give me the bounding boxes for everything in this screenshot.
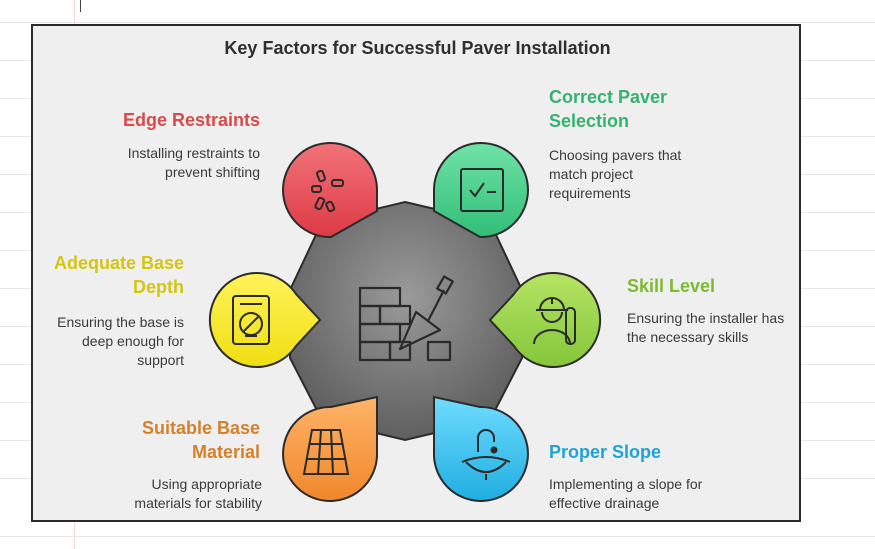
proper-slope-heading: Proper Slope xyxy=(549,442,662,462)
correct-paver-selection-description: Choosing pavers that match project requi… xyxy=(549,147,682,201)
edge-restraints-description: Installing restraints to prevent shiftin… xyxy=(127,145,260,180)
tile-grid-icon xyxy=(302,429,350,475)
sheet-gridline xyxy=(0,22,875,23)
brick-wall-trowel-icon xyxy=(358,275,454,362)
diagram-title: Key Factors for Successful Paver Install… xyxy=(224,38,611,58)
hub-node xyxy=(289,200,523,442)
edge-restraints-node xyxy=(282,142,379,239)
level-gauge-icon xyxy=(232,295,270,345)
skill-level-description: Ensuring the installer has the necessary… xyxy=(627,310,785,345)
sparkle-burst-icon xyxy=(311,169,344,213)
skill-level-heading: Skill Level xyxy=(627,276,716,296)
suitable-base-material-description: Using appropriate materials for stabilit… xyxy=(134,476,262,511)
adequate-base-depth-heading: Adequate Base Depth xyxy=(53,253,184,297)
proper-slope-node xyxy=(432,395,529,502)
text-cursor xyxy=(80,0,81,12)
worker-wrench-icon xyxy=(533,297,576,345)
proper-slope-description: Implementing a slope for effective drain… xyxy=(549,476,703,511)
adequate-base-depth-description: Ensuring the base is deep enough for sup… xyxy=(57,314,184,368)
sheet-gridline xyxy=(0,536,875,537)
suitable-base-material-heading: Suitable Base Material xyxy=(141,418,260,462)
faucet-drain-icon xyxy=(461,429,511,480)
correct-paver-selection-node xyxy=(432,142,529,239)
correct-paver-selection-heading: Correct Paver Selection xyxy=(549,87,668,131)
suitable-base-material-node xyxy=(282,395,379,502)
checkbox-check-icon xyxy=(460,168,504,212)
edge-restraints-heading: Edge Restraints xyxy=(122,110,260,130)
